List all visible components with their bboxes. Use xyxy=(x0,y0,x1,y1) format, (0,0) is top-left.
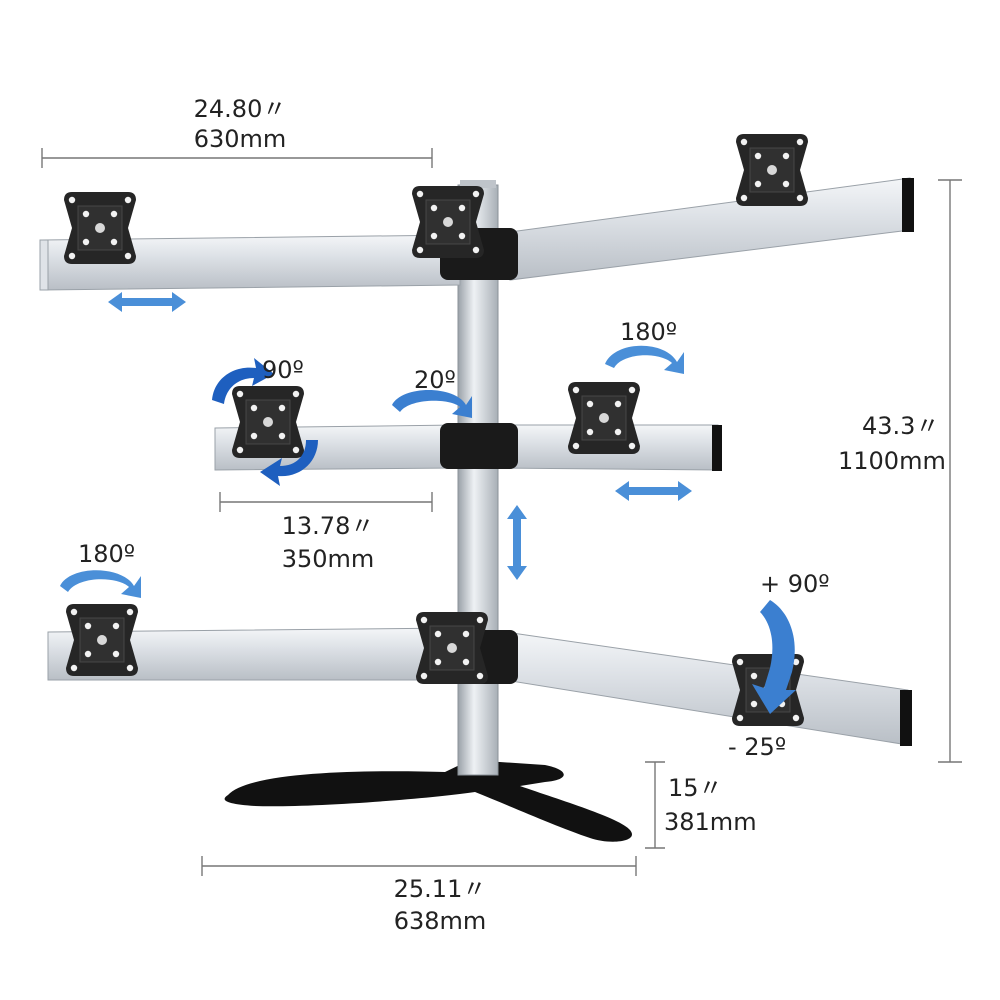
total-height-mm: 1100mm xyxy=(838,447,946,475)
top-arm-width-inches: 24.80〃 xyxy=(193,95,287,123)
tilt-up-label: + 90º xyxy=(760,570,830,598)
total-height-inches: 43.3〃 xyxy=(862,412,940,440)
arm-end-cap xyxy=(39,239,49,291)
motion-arrows xyxy=(108,292,692,580)
vesa-plate xyxy=(568,382,640,454)
arm-end-cap xyxy=(902,178,914,232)
dimension-lines xyxy=(41,148,962,876)
pole-cap xyxy=(460,180,496,188)
tilt-down-label: - 25º xyxy=(728,733,787,761)
base-width-inches: 25.11〃 xyxy=(393,875,487,903)
slide-arrow-top xyxy=(108,292,186,312)
middle-left-rotation-label: 90º xyxy=(262,356,304,384)
vesa-plate xyxy=(66,604,138,676)
vesa-plate xyxy=(232,386,304,458)
top-arm-width-mm: 630mm xyxy=(193,125,287,153)
bottom-left-rotation-label: 180º xyxy=(78,540,136,568)
base-depth-mm: 381mm xyxy=(664,808,757,836)
slide-arrow-middle xyxy=(615,481,692,501)
arm-end-cap xyxy=(712,425,722,471)
middle-arm-width-inches: 13.78〃 xyxy=(281,512,375,540)
height-arrow xyxy=(507,505,527,580)
tilt-arrow xyxy=(752,600,796,714)
vesa-plates xyxy=(64,134,808,726)
vesa-plate xyxy=(736,134,808,206)
middle-right-rotation-label: 180º xyxy=(620,318,678,346)
arm-top-right xyxy=(509,177,911,281)
rotate-90-arrow-lower xyxy=(260,440,318,486)
vesa-plate xyxy=(412,186,484,258)
swivel-20-arrow xyxy=(392,390,472,418)
middle-swivel-label: 20º xyxy=(414,366,456,394)
arm-end-cap xyxy=(900,690,912,746)
arm-bottom-right xyxy=(504,631,909,746)
vesa-plate xyxy=(416,612,488,684)
base-depth-inches: 15〃 xyxy=(668,774,723,802)
rotate-90-arrow-upper xyxy=(212,358,274,404)
rotate-180-arrow-left xyxy=(60,570,141,598)
stand-base xyxy=(224,760,632,842)
rotation-arrows xyxy=(60,345,796,714)
vesa-plate xyxy=(64,192,136,264)
rotate-180-arrow-right xyxy=(605,345,684,374)
base-width-mm: 638mm xyxy=(393,907,487,935)
middle-arm-width-mm: 350mm xyxy=(281,545,375,573)
